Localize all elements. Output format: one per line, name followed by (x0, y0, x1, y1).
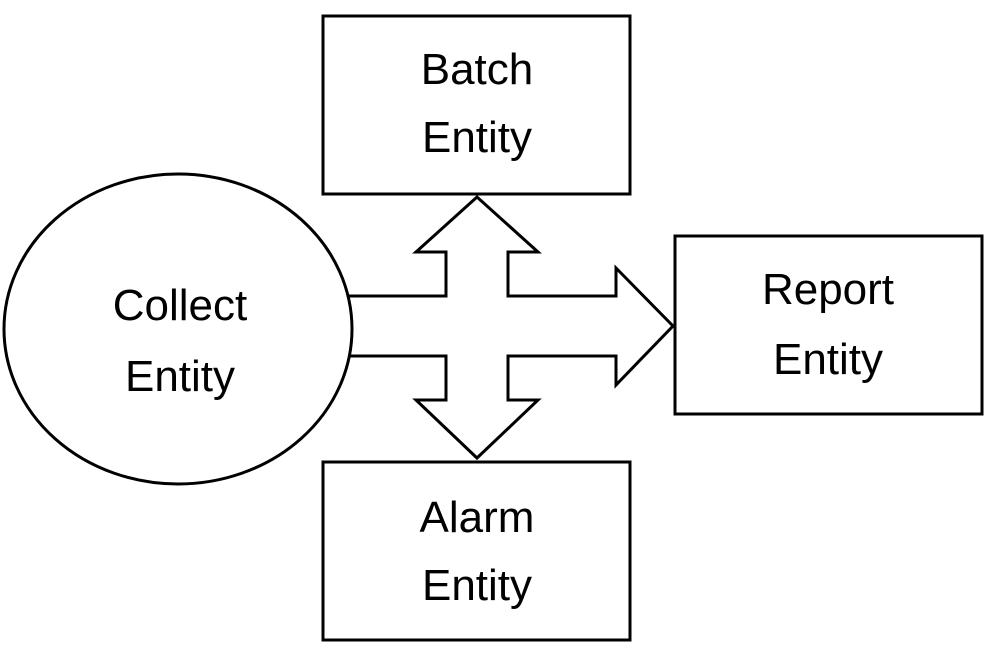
collect-entity-label-line1: Collect (113, 281, 248, 330)
report-entity-box (673, 234, 984, 416)
alarm-entity-node: Alarm Entity (321, 460, 632, 642)
batch-entity-node: Batch Entity (321, 14, 632, 196)
alarm-entity-label-line1: Alarm (420, 493, 535, 542)
batch-entity-label-line1: Batch (421, 45, 534, 94)
report-entity-label-line2: Entity (773, 335, 883, 384)
four-way-arrow-connector (338, 194, 676, 461)
batch-entity-label-line2: Entity (422, 113, 532, 162)
collect-entity-node: Collect Entity (2, 172, 354, 486)
collect-entity-ellipse (2, 172, 354, 486)
collect-entity-label-line2: Entity (125, 352, 235, 401)
alarm-entity-label-line2: Entity (422, 561, 532, 610)
report-entity-node: Report Entity (673, 234, 984, 416)
alarm-entity-box (321, 460, 632, 642)
report-entity-label-line1: Report (762, 265, 894, 314)
batch-entity-box (321, 14, 632, 196)
